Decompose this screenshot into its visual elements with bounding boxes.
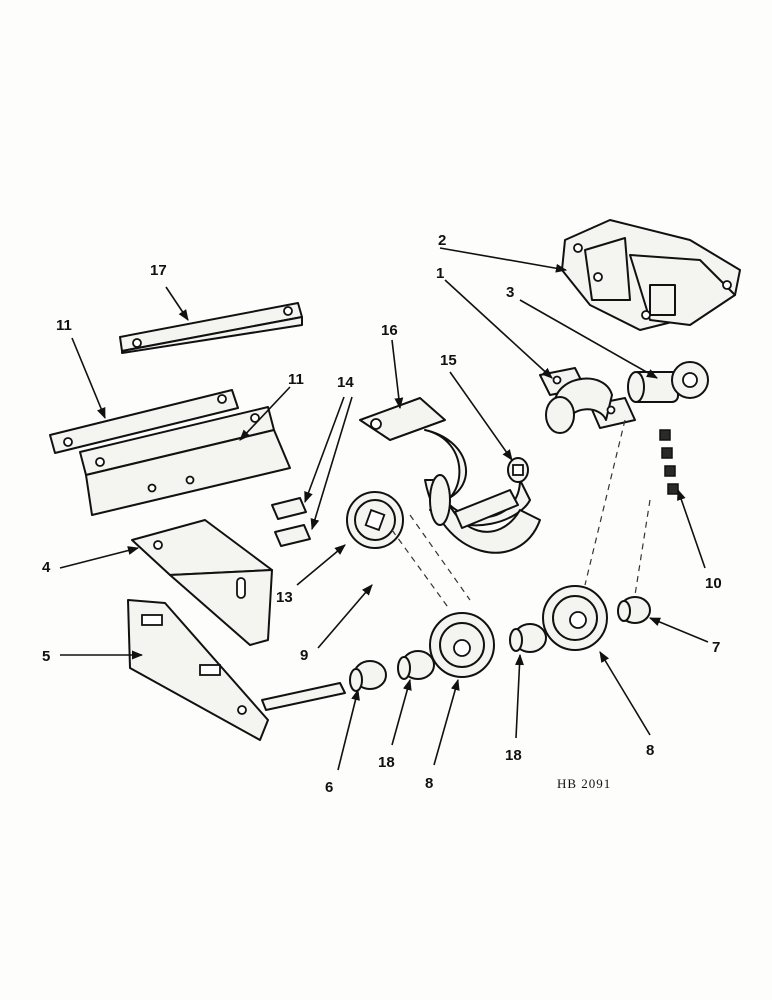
part-4-bracket [131, 519, 273, 646]
callout-5: 5 [42, 648, 50, 665]
callout-14: 14 [337, 374, 354, 391]
callout-6: 6 [325, 779, 333, 796]
callout-18-left: 18 [378, 754, 395, 771]
part-5-shaft-plate [127, 599, 346, 741]
leader-lines [59, 247, 709, 771]
callout-7: 7 [712, 639, 720, 656]
part-12-strap [49, 389, 239, 454]
part-2-casting [561, 219, 741, 331]
assembly-centerlines [391, 419, 651, 611]
part-8-sprocket-center [429, 612, 495, 678]
callout-3: 3 [506, 284, 514, 301]
callout-17: 17 [150, 262, 167, 279]
callout-13: 13 [276, 589, 293, 606]
part-18-bushing-right [509, 623, 547, 653]
callout-9: 9 [300, 647, 308, 664]
callout-12: 11 [56, 317, 72, 334]
part-7-bushing [617, 596, 651, 624]
part-1-clamp [539, 367, 636, 434]
callout-1: 1 [436, 265, 444, 282]
callout-4: 4 [42, 559, 51, 576]
part-13-sprocket [346, 491, 404, 549]
part-11-angle [79, 406, 291, 516]
part-6-bushing [349, 660, 387, 692]
callout-10: 10 [705, 575, 722, 592]
callout-8-right: 8 [646, 742, 654, 759]
callout-18-right: 18 [505, 747, 522, 764]
part-3-sprocket [627, 361, 709, 403]
part-14-clips [271, 497, 311, 547]
part-15-washer [507, 457, 529, 483]
part-8-sprocket-right [542, 585, 608, 651]
part-10-chain [659, 429, 679, 495]
reference-code: HB 2091 [557, 776, 611, 791]
callout-15: 15 [440, 352, 457, 369]
callout-labels: 2 1 3 17 11 11 14 16 15 4 5 13 9 10 7 6 … [42, 232, 722, 796]
part-17-plate [119, 302, 303, 354]
callout-11: 11 [288, 371, 304, 388]
callout-16: 16 [381, 322, 398, 339]
part-18-bushing-left [397, 650, 435, 680]
callout-2: 2 [438, 232, 446, 249]
callout-8-left: 8 [425, 775, 433, 792]
part-16-housing [359, 397, 541, 554]
